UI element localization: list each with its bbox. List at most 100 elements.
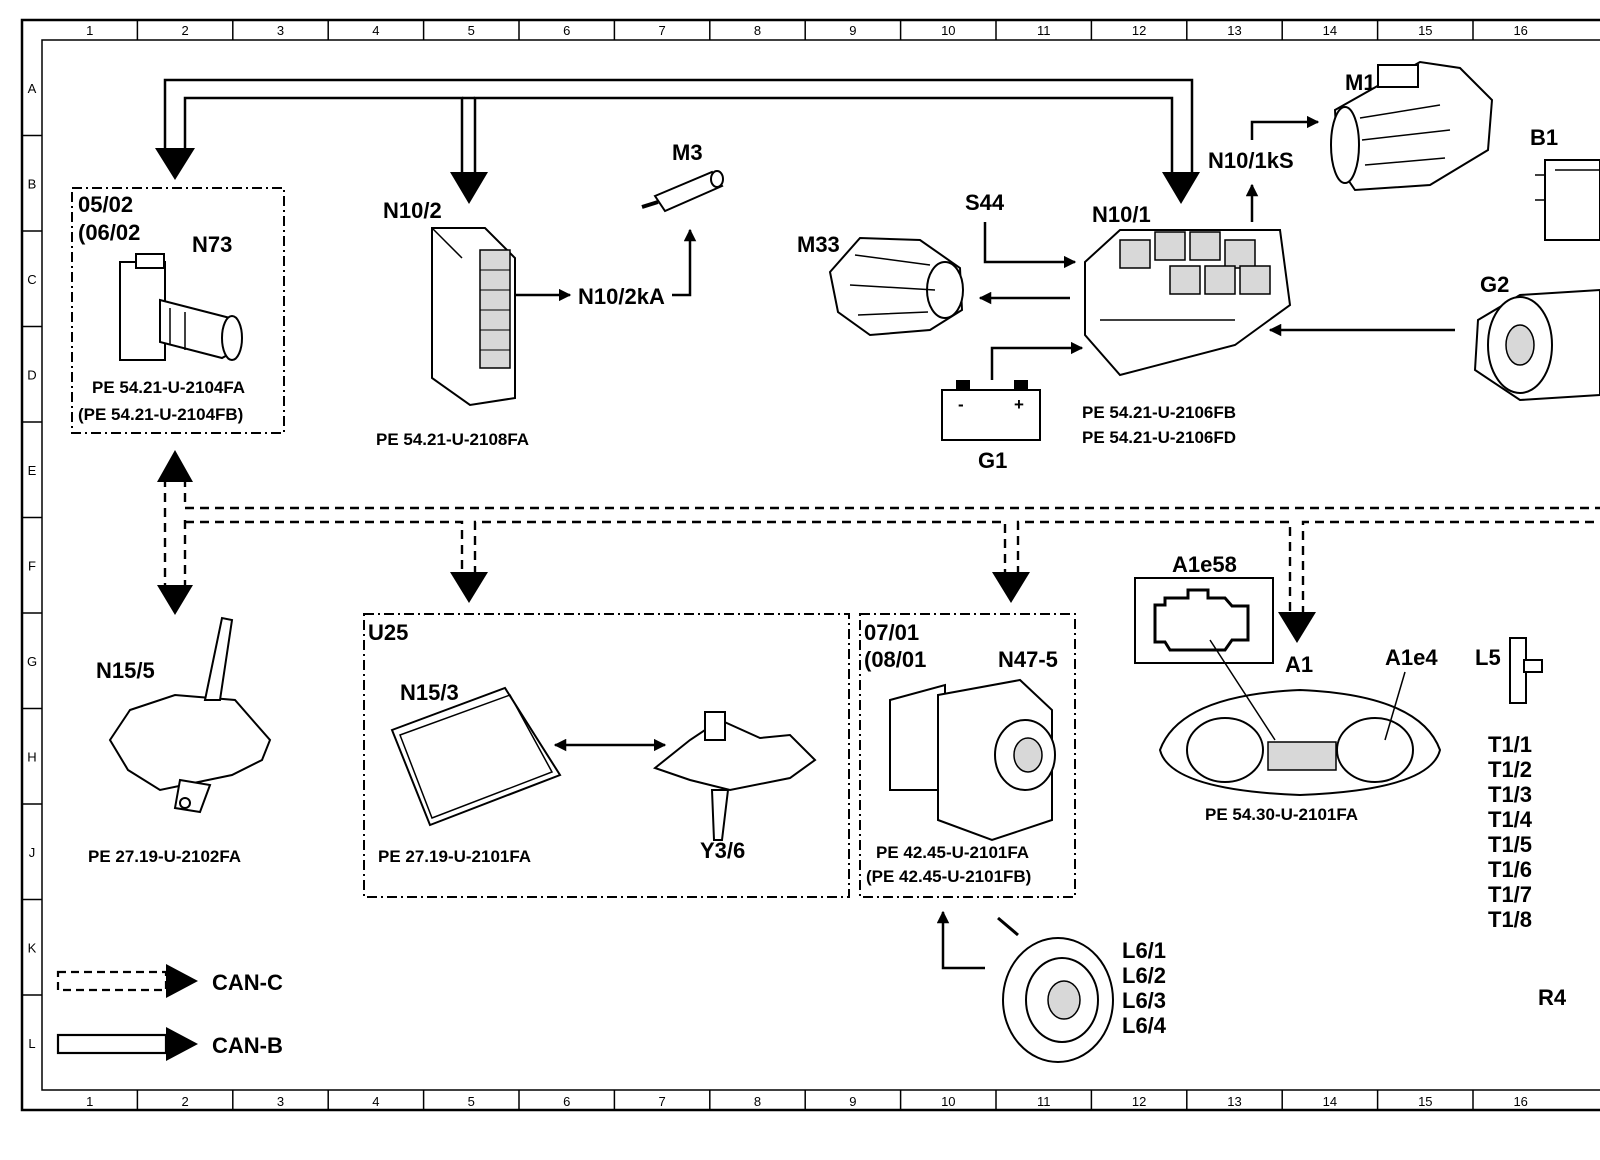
t1-label-3: T1/3 — [1488, 782, 1532, 807]
l5-label: L5 — [1475, 645, 1501, 670]
t1-label-7: T1/7 — [1488, 882, 1532, 907]
grid-row-label: D — [27, 367, 36, 382]
s44-label: S44 — [965, 190, 1005, 215]
grid-row-label: L — [28, 1036, 35, 1051]
grid-column-label: 2 — [181, 1094, 188, 1109]
grid-column-label: 12 — [1132, 23, 1146, 38]
grid-column-label: 5 — [468, 23, 475, 38]
t1-label-8: T1/8 — [1488, 907, 1532, 932]
grid-column-label: 14 — [1323, 23, 1337, 38]
g2-label: G2 — [1480, 272, 1509, 297]
u25-component: U25 N15/3 Y3/6 PE 27.19-U-2101FA — [363, 613, 850, 898]
grid-column-label: 8 — [754, 23, 761, 38]
n10-1ks-label: N10/1kS — [1208, 148, 1294, 173]
legend-can-b: CAN-B — [212, 1033, 283, 1058]
n73-ref-2: (PE 54.21-U-2104FB) — [78, 405, 243, 424]
grid-column-label: 9 — [849, 1094, 856, 1109]
grid-row-label: B — [28, 176, 37, 191]
t1-label-6: T1/6 — [1488, 857, 1532, 882]
n73-date-2: (06/02 — [78, 220, 140, 245]
arrow-to-n73 — [155, 148, 195, 180]
grid-row-label: A — [28, 81, 37, 96]
grid-column-label: 10 — [941, 1094, 955, 1109]
l6-label-2: L6/2 — [1122, 963, 1166, 988]
n10-1-component: N10/1 PE 54.21-U-2106FB PE 54.21-U-2106F… — [1082, 115, 1455, 447]
n47-5-date-1: 07/01 — [864, 620, 919, 645]
y3-6-label: Y3/6 — [700, 838, 745, 863]
arrow-to-n10-2 — [450, 172, 488, 204]
grid-column-label: 14 — [1323, 1094, 1337, 1109]
grid-column-label: 5 — [468, 1094, 475, 1109]
t1-label-4: T1/4 — [1488, 807, 1533, 832]
grid-column-label: 13 — [1227, 23, 1241, 38]
m3-label: M3 — [672, 140, 703, 165]
u25-label: U25 — [368, 620, 408, 645]
b17-component: B1 — [1530, 125, 1600, 241]
grid-column-label: 10 — [941, 23, 955, 38]
n47-5-date-2: (08/01 — [864, 647, 926, 672]
grid-column-label: 3 — [277, 23, 284, 38]
n15-5-label: N15/5 — [96, 658, 155, 683]
grid-row-label: E — [28, 463, 37, 478]
t1-label-5: T1/5 — [1488, 832, 1532, 857]
n47-5-ref-1: PE 42.45-U-2101FA — [876, 843, 1029, 862]
grid-column-label: 11 — [1037, 1094, 1051, 1109]
n47-5-label: N47-5 — [998, 647, 1058, 672]
frame — [20, 18, 1600, 1112]
n15-3-label: N15/3 — [400, 680, 459, 705]
n10-2ka-label: N10/2kA — [578, 284, 665, 309]
a1-label: A1 — [1285, 652, 1313, 677]
b17-label: B1 — [1530, 125, 1558, 150]
grid-column-label: 11 — [1037, 23, 1051, 38]
n73-ref-1: PE 54.21-U-2104FA — [92, 378, 245, 397]
l6-label-4: L6/4 — [1122, 1013, 1167, 1038]
grid-column-label: 7 — [658, 1094, 665, 1109]
arrow-to-n47-5 — [992, 572, 1030, 603]
n10-1-label: N10/1 — [1092, 202, 1151, 227]
arrow-to-a1 — [1278, 612, 1316, 643]
r4-label: R4 — [1538, 985, 1567, 1010]
grid-column-label: 13 — [1227, 1094, 1241, 1109]
n47-5-component: 07/01 (08/01 N47-5 PE 42.45-U-2101FA (PE… — [859, 613, 1076, 898]
grid-row-label: F — [28, 558, 36, 573]
a1-ref: PE 54.30-U-2101FA — [1205, 805, 1358, 824]
m3-component: M3 — [641, 140, 724, 213]
m33-label: M33 — [797, 232, 840, 257]
g1-minus: - — [958, 395, 964, 414]
n73-component: 05/02 (06/02 N73 PE 54.21-U-2104FA (PE 5… — [71, 187, 285, 434]
grid-column-label: 12 — [1132, 1094, 1146, 1109]
n10-1-ref-1: PE 54.21-U-2106FB — [1082, 403, 1236, 422]
n15-5-ref: PE 27.19-U-2102FA — [88, 847, 241, 866]
n10-2-to-m3: N10/2kA — [515, 228, 697, 309]
l6-label-1: L6/1 — [1122, 938, 1166, 963]
grid-column-label: 15 — [1418, 23, 1432, 38]
a1e58-label: A1e58 — [1172, 552, 1237, 577]
arrow-to-n15-5 — [157, 585, 193, 615]
grid-column-label: 6 — [563, 23, 570, 38]
grid-row-label: G — [27, 654, 37, 669]
grid-column-label: 16 — [1513, 1094, 1527, 1109]
n73-label: N73 — [192, 232, 232, 257]
grid-row-label: K — [28, 940, 37, 955]
grid-column-label: 6 — [563, 1094, 570, 1109]
n10-2-component: N10/2 PE 54.21-U-2108FA — [376, 198, 529, 449]
g1-component: - + G1 — [941, 341, 1084, 473]
n10-2-label: N10/2 — [383, 198, 442, 223]
m33-component: M33 — [797, 232, 1070, 337]
arrow-to-u25 — [450, 572, 488, 603]
s44-component: S44 — [965, 190, 1077, 269]
arrow-to-n73-can-c — [157, 450, 193, 482]
g1-plus: + — [1014, 395, 1024, 414]
g1-label: G1 — [978, 448, 1007, 473]
t1-label-1: T1/1 — [1488, 732, 1532, 757]
g2-component: G2 — [1473, 272, 1600, 402]
n15-5-component: N15/5 PE 27.19-U-2102FA — [88, 616, 272, 866]
legend-can-c: CAN-C — [212, 970, 283, 995]
grid-row-label: H — [27, 749, 36, 764]
grid-column-label: 2 — [181, 23, 188, 38]
n10-2-ref: PE 54.21-U-2108FA — [376, 430, 529, 449]
n15-3-ref: PE 27.19-U-2101FA — [378, 847, 531, 866]
grid-column-label: 15 — [1418, 1094, 1432, 1109]
l5-component: L5 T1/1 T1/2 T1/3 T1/4 T1/5 T1/6 T1/7 T1… — [1475, 637, 1567, 1010]
